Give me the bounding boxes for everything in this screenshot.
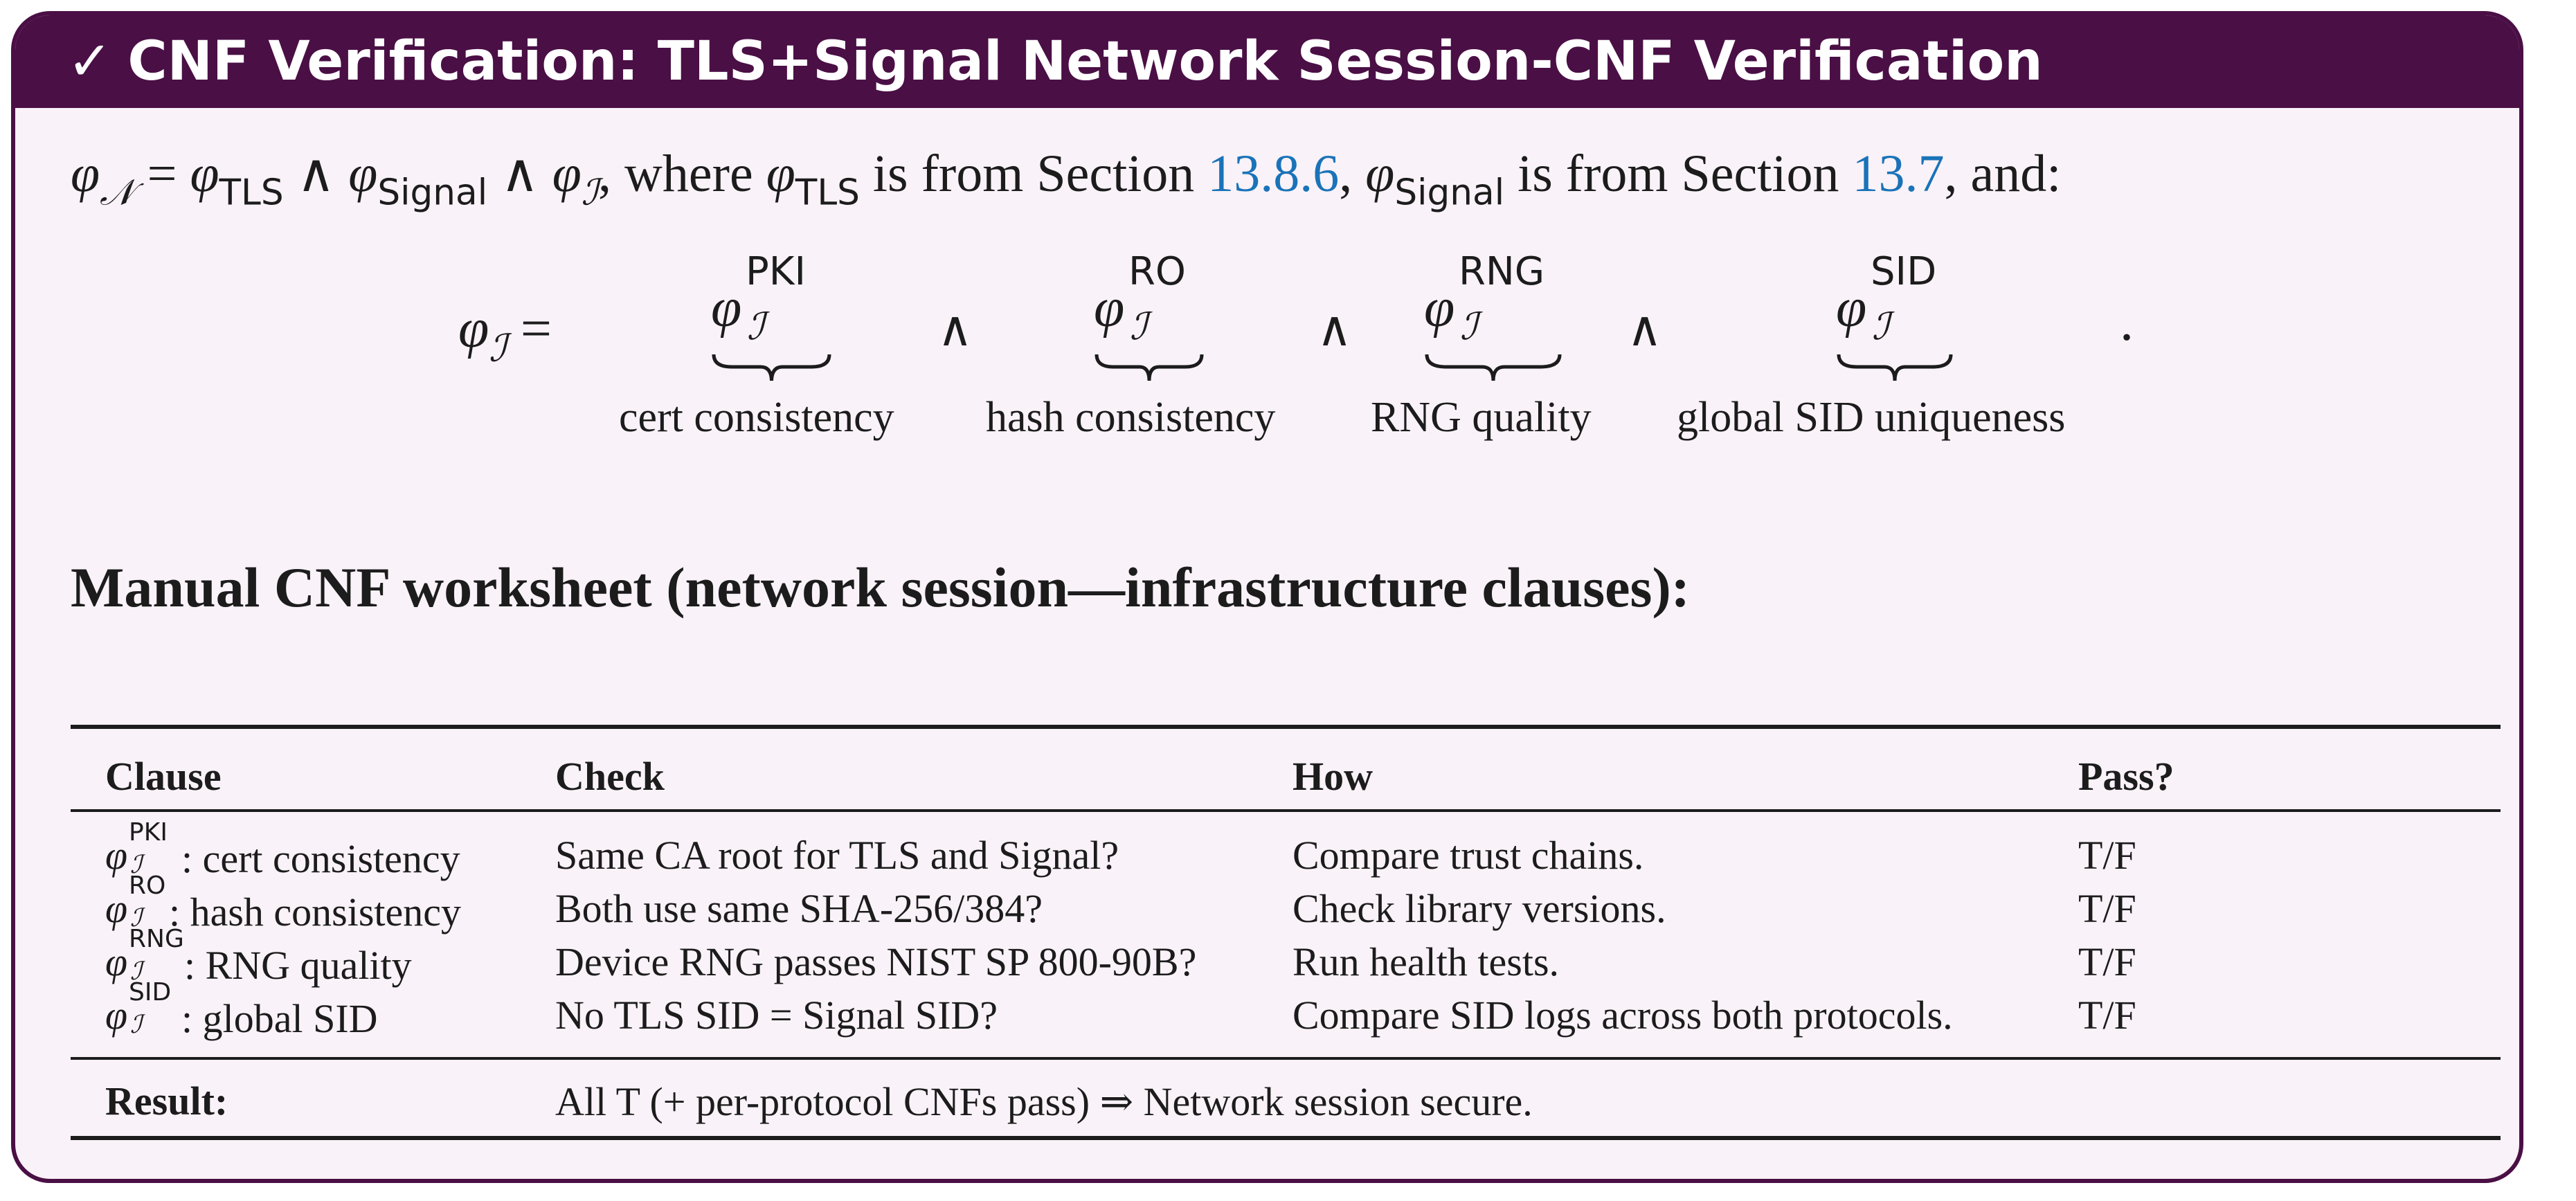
equation-period: .: [2120, 291, 2134, 352]
label-global-sid-uniqueness: global SID uniqueness: [1677, 394, 2066, 441]
box-title: ✓CNF Verification: TLS+Signal Network Se…: [67, 30, 2043, 93]
table-row-how: Run health tests.: [1292, 939, 1560, 984]
term-sid: φ SID ℐ: [1836, 249, 1953, 381]
label-hash-consistency: hash consistency: [986, 394, 1276, 441]
table-header-rule: [71, 809, 2501, 812]
column-header-check: Check: [555, 754, 665, 799]
cnf-verification-box: ✓CNF Verification: TLS+Signal Network Se…: [11, 11, 2523, 1183]
table-bottom-rule: [71, 1136, 2501, 1140]
label-cert-consistency: cert consistency: [619, 394, 894, 441]
term-pki: φ PKI ℐ: [711, 249, 831, 381]
label-rng-quality: RNG quality: [1371, 394, 1592, 441]
result-label: Result:: [105, 1078, 228, 1123]
table-row-check: Device RNG passes NIST SP 800-90B?: [555, 939, 1197, 984]
table-row-pass: T/F: [2078, 886, 2136, 931]
column-header-clause: Clause: [105, 754, 222, 799]
section-link-tls[interactable]: 13.8.6: [1207, 145, 1340, 203]
infrastructure-equation: φℐ = φ PKI ℐ cert consistency ∧ φ RO ℐ h…: [15, 249, 2519, 457]
table-row-check: Both use same SHA-256/384?: [555, 886, 1043, 931]
underbrace-icon: [1095, 354, 1204, 381]
table-row-pass: T/F: [2078, 939, 2136, 984]
table-top-rule: [71, 725, 2501, 729]
intro-formula-line: φ𝒩 = φTLS ∧ φSignal ∧ φℐ, where φTLS is …: [71, 145, 2062, 214]
table-row-how: Compare trust chains.: [1292, 833, 1644, 878]
underbrace-icon: [1425, 354, 1562, 381]
table-row-check: Same CA root for TLS and Signal?: [555, 833, 1119, 878]
term-ro: φ RO ℐ: [1094, 249, 1204, 381]
table-row-how: Check library versions.: [1292, 886, 1666, 931]
table-row-pass: T/F: [2078, 833, 2136, 878]
table-result-rule: [71, 1057, 2501, 1060]
box-title-text: CNF Verification: TLS+Signal Network Ses…: [127, 30, 2043, 93]
worksheet-title: Manual CNF worksheet (network session—in…: [71, 556, 1691, 619]
column-header-how: How: [1292, 754, 1373, 799]
and-operator: ∧: [1627, 303, 1663, 356]
and-operator: ∧: [1317, 303, 1353, 356]
column-header-pass: Pass?: [2078, 754, 2174, 799]
result-text: All T (+ per-protocol CNFs pass) ⇒ Netwo…: [555, 1079, 1533, 1124]
table-row-pass: T/F: [2078, 993, 2136, 1038]
underbrace-icon: [712, 354, 831, 381]
term-rng: φ RNG ℐ: [1424, 249, 1562, 381]
box-header: ✓CNF Verification: TLS+Signal Network Se…: [15, 15, 2519, 108]
equation-lhs: φℐ =: [458, 298, 552, 370]
section-link-signal[interactable]: 13.7: [1852, 145, 1945, 203]
table-row-how: Compare SID logs across both protocols.: [1292, 993, 1953, 1038]
table-row-check: No TLS SID = Signal SID?: [555, 993, 998, 1038]
check-icon: ✓: [67, 30, 113, 93]
and-operator: ∧: [937, 303, 973, 356]
underbrace-icon: [1837, 354, 1953, 381]
